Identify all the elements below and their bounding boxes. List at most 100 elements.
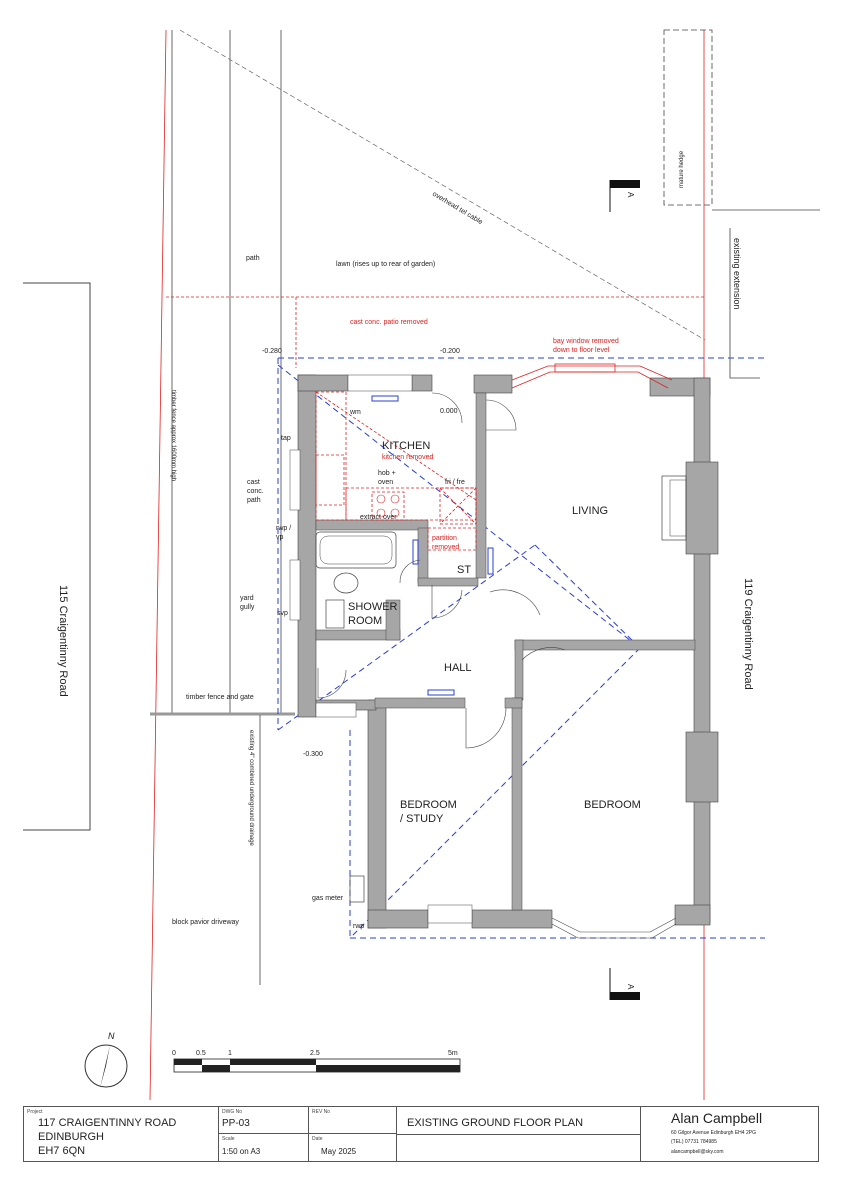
- note-wm: wm: [349, 409, 361, 416]
- north-arrow-circle: [84, 1044, 128, 1088]
- tb-dwg-label: DWG No: [222, 1109, 242, 1115]
- scale-tick-5m: 5m: [448, 1050, 458, 1057]
- floor-plan-drawing: 115 Craigentinny Road overhead tel cable…: [23, 29, 820, 1100]
- scale-bar: [173, 1058, 461, 1073]
- room-bedroom-study-line2: / STUDY: [400, 813, 444, 825]
- radiator-hall: [427, 689, 455, 696]
- tb-scale-cell: Scale 1:50 on A3: [219, 1134, 309, 1161]
- living-fireplace: [661, 475, 687, 541]
- bedroom-bay-window: [551, 917, 677, 939]
- room-st: ST: [457, 564, 471, 576]
- note-hob-line1: hob +: [378, 470, 396, 477]
- note-partition-line1: partition: [432, 535, 457, 542]
- level-3: 0.000: [440, 408, 458, 415]
- room-kitchen: KITCHEN: [382, 440, 430, 452]
- note-bay-removed-line2: down to floor level: [553, 347, 610, 354]
- note-path: path: [246, 255, 260, 262]
- tb-drawing-title: EXISTING GROUND FLOOR PLAN: [407, 1117, 584, 1129]
- scale-tick-25: 2.5: [310, 1050, 320, 1057]
- tb-email: alancampbell@sky.com: [671, 1149, 724, 1155]
- note-svp: svp: [277, 610, 288, 617]
- tb-project-line2: EDINBURGH: [38, 1131, 105, 1143]
- room-bedroom: BEDROOM: [584, 799, 641, 811]
- tb-date-cell: Date May 2025: [309, 1134, 397, 1161]
- room-shower-line1: SHOWER: [348, 601, 398, 613]
- title-block: Project 117 CRAIGENTINNY ROAD EDINBURGH …: [23, 1106, 819, 1162]
- level-1: -0.280: [262, 348, 282, 355]
- tb-author: Alan Campbell: [671, 1110, 763, 1126]
- tb-date-label: Date: [312, 1136, 323, 1142]
- tb-dwg-value: PP-03: [222, 1118, 250, 1129]
- boundary-line-left: [149, 29, 167, 1100]
- hob-rings: [376, 494, 400, 518]
- note-rwp-vp-line1: rwp /: [276, 525, 291, 532]
- note-patio-removed: cast conc. patio removed: [350, 319, 428, 326]
- note-bay-removed-line1: bay window removed: [553, 338, 619, 345]
- room-living: LIVING: [572, 505, 608, 517]
- existing-extension-label: existing extension: [732, 238, 742, 310]
- bath-inner: [319, 535, 393, 565]
- note-cast-line1: cast: [247, 479, 260, 486]
- overhead-cable-label: overhead tel cable: [431, 191, 484, 227]
- tb-tel: (TEL) 07731 784985: [671, 1139, 717, 1145]
- note-cast-line3: path: [247, 497, 261, 504]
- tb-title-cell: EXISTING GROUND FLOOR PLAN: [397, 1107, 641, 1161]
- room-shower-line2: ROOM: [348, 615, 382, 627]
- level-2: -0.200: [440, 348, 460, 355]
- note-extract: extract over: [360, 514, 397, 521]
- door-swings: [317, 392, 566, 749]
- tb-scale-value: 1:50 on A3: [222, 1147, 261, 1156]
- room-hall: HALL: [444, 662, 472, 674]
- note-hob-line2: oven: [378, 479, 393, 486]
- note-yard-gully-line2: gully: [240, 604, 255, 611]
- note-kitchen-removed: kitchen removed: [382, 454, 433, 461]
- section-marker-top-label: A: [626, 192, 635, 198]
- note-timber-fence: timber fence approx 1600mm high: [170, 390, 176, 481]
- mature-hedge: [663, 29, 713, 206]
- section-lines: [277, 357, 765, 939]
- tb-scale-label: Scale: [222, 1136, 235, 1142]
- section-marker-top-bar: [610, 180, 640, 188]
- section-marker-bottom-bar: [610, 992, 640, 1000]
- neighbour-115-outline: [23, 282, 91, 831]
- internal-walls: [315, 392, 696, 911]
- radiator-living: [487, 547, 494, 575]
- windows: [289, 374, 473, 924]
- right-road-label: 119 Craigentinny Road: [742, 578, 754, 690]
- living-hearth: [669, 479, 687, 537]
- removed-kitchen-units: [315, 391, 477, 551]
- gas-meter-box: [349, 875, 365, 903]
- note-gas-meter: gas meter: [312, 895, 344, 902]
- scale-tick-05: 0.5: [196, 1050, 206, 1057]
- note-timber-fence-gate: timber fence and gate: [186, 694, 254, 701]
- basin: [325, 599, 345, 629]
- note-rwp: rwp: [353, 923, 364, 930]
- extension-outline-inner: [729, 228, 760, 379]
- note-cast-line2: conc.: [247, 488, 264, 495]
- removed-bay-window: [511, 363, 673, 389]
- radiator-shower: [412, 539, 419, 565]
- scale-tick-0: 0: [172, 1050, 176, 1057]
- note-yard-gully-line1: yard: [240, 595, 254, 602]
- north-arrow-icon: [100, 1045, 110, 1088]
- level-4: -0.300: [303, 751, 323, 758]
- note-rwp-vp-line2: vp: [276, 534, 284, 541]
- note-fri-fre: fri / fre: [445, 479, 465, 486]
- north-label: N: [108, 1031, 115, 1041]
- note-partition-line2: removed: [432, 544, 459, 551]
- note-lawn: lawn (rises up to rear of garden): [336, 261, 435, 268]
- tb-project-line3: EH7 6QN: [38, 1145, 86, 1157]
- tb-project-cell: Project 117 CRAIGENTINNY ROAD EDINBURGH …: [24, 1107, 219, 1161]
- note-tap: tap: [281, 435, 291, 442]
- toilet: [333, 572, 359, 594]
- left-road-label: 115 Craigentinny Road: [57, 585, 69, 697]
- tb-project-label: Project: [27, 1109, 43, 1115]
- radiator-kitchen: [371, 395, 399, 402]
- note-block-paviour: block pavior driveway: [172, 919, 239, 926]
- tb-project-line1: 117 CRAIGENTINNY ROAD: [38, 1117, 177, 1129]
- tb-rev-cell: REV No: [309, 1107, 397, 1134]
- tb-author-cell: Alan Campbell 60 Gilgor Avenue Edinburgh…: [641, 1107, 818, 1161]
- tb-rev-label: REV No: [312, 1109, 331, 1115]
- bath: [315, 531, 397, 569]
- tb-address: 60 Gilgor Avenue Edinburgh EH4 2PG: [671, 1130, 756, 1136]
